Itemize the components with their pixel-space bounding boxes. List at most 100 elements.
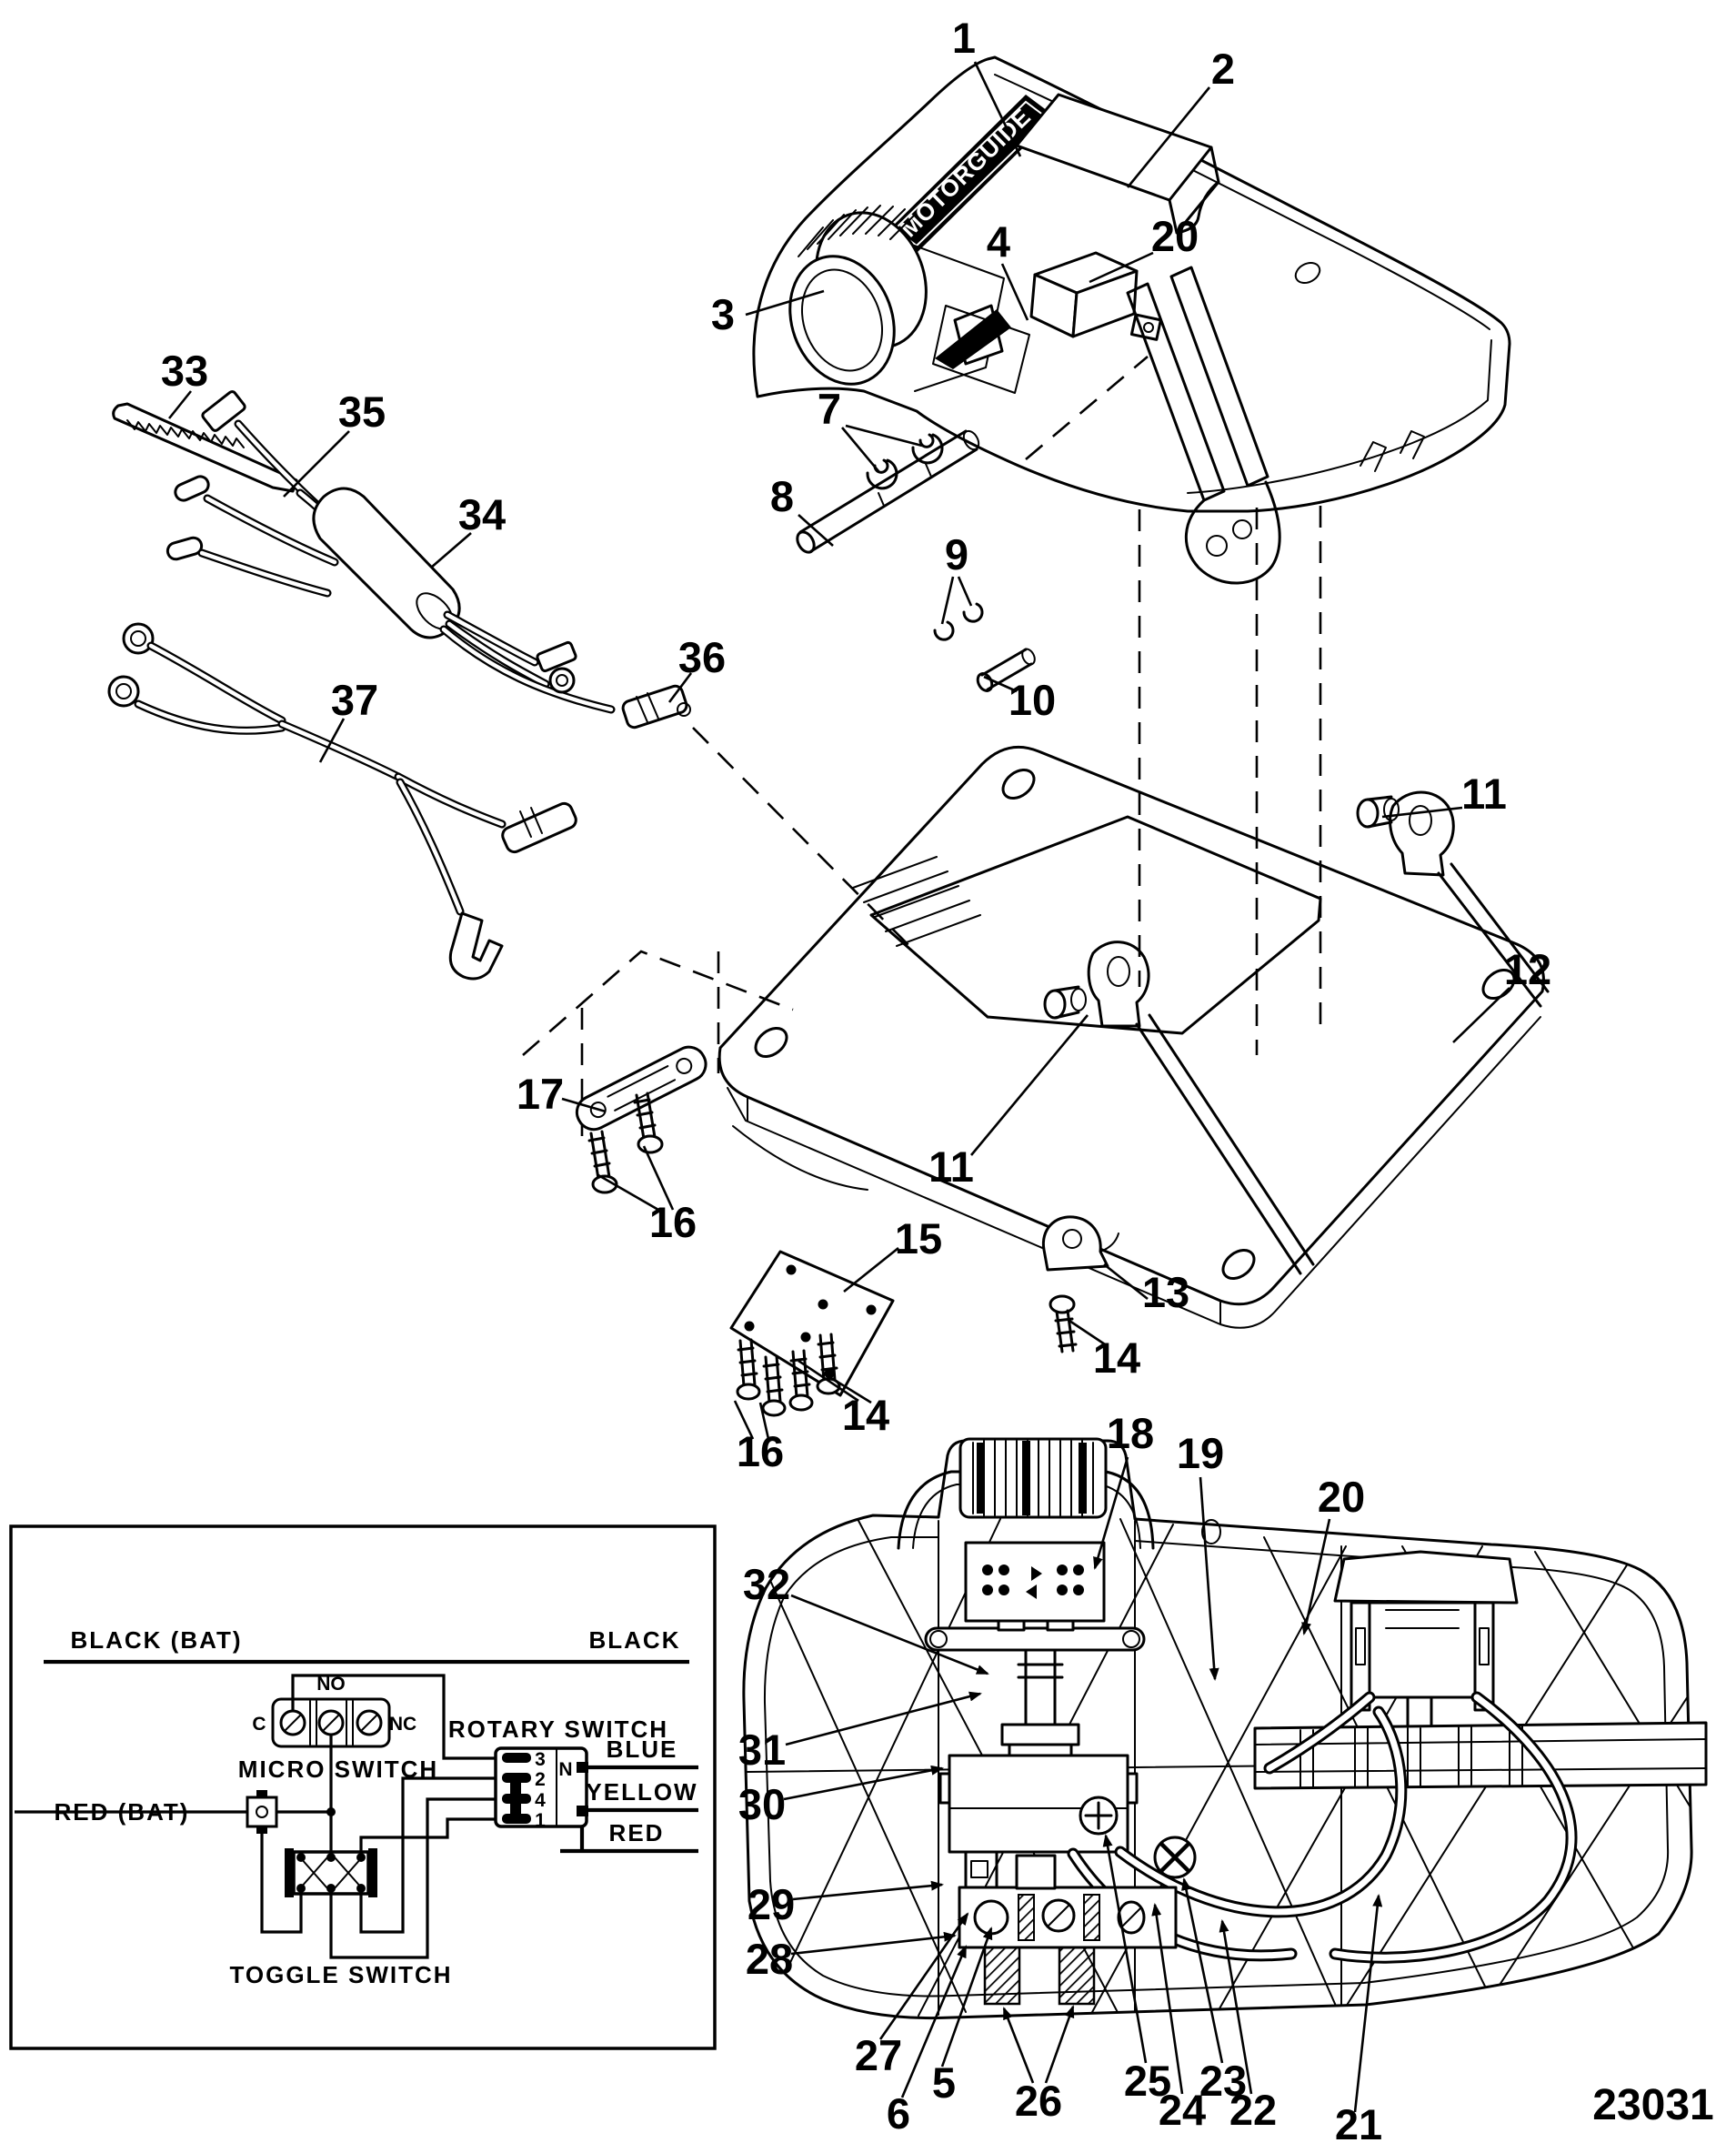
connector-36 [621, 684, 691, 729]
callout-4: 4 [987, 217, 1010, 266]
internal-bottom-view [742, 1437, 1708, 2020]
pivot-pins [796, 429, 1036, 692]
terminal-nc-label: NC [389, 1714, 416, 1735]
toggle-switch-symbol: TOGGLE SWITCH [229, 1848, 452, 1988]
callout-11-right: 11 [1461, 770, 1507, 818]
callout-16-lower: 16 [737, 1427, 784, 1475]
callout-2: 2 [1211, 45, 1235, 93]
link-strap-17 [575, 1045, 707, 1132]
harness-sleeve-34 [312, 487, 461, 639]
rotary-t1: 1 [535, 1810, 546, 1831]
callout-29: 29 [748, 1880, 795, 1928]
terminal-no-label: NO [316, 1674, 346, 1695]
callout-27: 27 [855, 2031, 902, 2079]
pedal-housing-inner-wall [763, 1536, 1670, 1997]
output-wires: BLUE YELLOW RED [560, 1736, 698, 1854]
rotary-switch-label: ROTARY SWITCH [448, 1715, 668, 1743]
screw-14-right [1049, 1294, 1078, 1353]
latch-13 [1041, 1215, 1119, 1272]
callout-1: 1 [952, 14, 976, 62]
callout-14-right: 14 [1093, 1333, 1140, 1382]
spring-left [983, 1946, 1021, 2006]
knob-ribs [798, 205, 917, 257]
black-label: BLACK [589, 1626, 681, 1654]
toggle-switch-top [932, 251, 1162, 394]
callout-36: 36 [678, 633, 726, 681]
callout-28: 28 [746, 1935, 793, 1983]
callout-13: 13 [1142, 1268, 1189, 1316]
callout-5: 5 [932, 2058, 956, 2107]
toggle-switch-label: TOGGLE SWITCH [229, 1961, 452, 1988]
rotary-t2: 2 [535, 1769, 546, 1790]
screws-16-upper [587, 1092, 664, 1194]
spring-right [1058, 1946, 1096, 2006]
callout-24: 24 [1159, 2086, 1206, 2134]
callout-20-top: 20 [1151, 212, 1199, 260]
callout-numbers: 1 2 3 4 20 7 8 9 10 33 35 34 36 37 11 12… [161, 14, 1551, 2143]
terminal-c-label: C [252, 1714, 266, 1735]
callout-6: 6 [887, 2089, 910, 2138]
rotary-n: N [558, 1759, 572, 1780]
speed-knob [788, 205, 1005, 392]
cover-hole [1294, 261, 1321, 285]
top-cover-silhouette [752, 55, 1511, 513]
rib-lattice [747, 1516, 1692, 2018]
rotary-t3: 3 [535, 1749, 546, 1770]
cover-bracket [1126, 266, 1281, 585]
rim-notch-1 [1360, 441, 1387, 472]
base-platform [869, 815, 1322, 1035]
callout-32: 32 [743, 1560, 790, 1608]
pivot-pin-8 [796, 429, 980, 554]
top-cover-assembly: MOTORGUIDE [752, 55, 1511, 585]
screws-internal [1079, 1796, 1197, 1879]
red-wire-label: RED [609, 1819, 665, 1846]
callout-11-left: 11 [928, 1142, 974, 1191]
screws-14-16-lower [736, 1333, 841, 1417]
switch-boot-lever [935, 309, 1011, 369]
callout-12: 12 [1504, 945, 1551, 993]
callout-7: 7 [818, 385, 841, 433]
mounting-parts [575, 1045, 1119, 1417]
callout-22: 22 [1229, 2086, 1277, 2134]
spade-terminal [448, 911, 504, 981]
callout-18: 18 [1107, 1409, 1154, 1457]
schematic-wiring [15, 1674, 496, 1959]
base-plate-assembly [717, 745, 1550, 1329]
callout-17: 17 [517, 1070, 564, 1118]
e-clips-7 [866, 433, 944, 490]
callout-26: 26 [1015, 2077, 1062, 2125]
base-plate-thickness [727, 1016, 1541, 1329]
callout-14-lower: 14 [842, 1391, 889, 1439]
rotary-switch-assembly [924, 1541, 1146, 1930]
yellow-wire-label: YELLOW [586, 1778, 697, 1806]
cable-channel [1253, 1721, 1708, 1790]
rotary-switch-symbol: ROTARY SWITCH 3 2 4 1 N [448, 1715, 668, 1831]
callout-35: 35 [338, 387, 386, 436]
battery-leads-37 [107, 622, 577, 981]
callout-15: 15 [895, 1214, 942, 1263]
callout-23: 23 [1199, 2057, 1247, 2105]
callout-20-internal: 20 [1318, 1473, 1365, 1521]
callout-8: 8 [770, 472, 794, 520]
callout-leaders [167, 61, 1510, 2113]
callout-10: 10 [1008, 676, 1056, 724]
pin-10 [976, 648, 1036, 692]
cover-ledge [1015, 93, 1220, 235]
harness-out-wires [439, 610, 616, 714]
callout-33: 33 [161, 347, 208, 395]
logo-text: MOTORGUIDE [895, 103, 1037, 243]
internal-wires [1067, 1691, 1578, 1964]
callout-37: 37 [331, 676, 378, 724]
inline-connector-symbol [246, 1790, 278, 1834]
right-pivot-lug [1356, 790, 1455, 877]
black-bat-label: BLACK (BAT) [70, 1626, 242, 1654]
micro-switch-symbol: C NO NC MICRO SWITCH [238, 1674, 437, 1783]
blue-wire-label: BLUE [607, 1736, 678, 1763]
wiring-schematic: BLACK (BAT) BLACK C NO NC MICRO SWITCH R… [9, 1524, 717, 2050]
callout-21: 21 [1335, 2100, 1382, 2143]
projection-lines [522, 356, 1322, 1142]
terminal-block [958, 1854, 1178, 2006]
clips-9 [933, 602, 984, 641]
